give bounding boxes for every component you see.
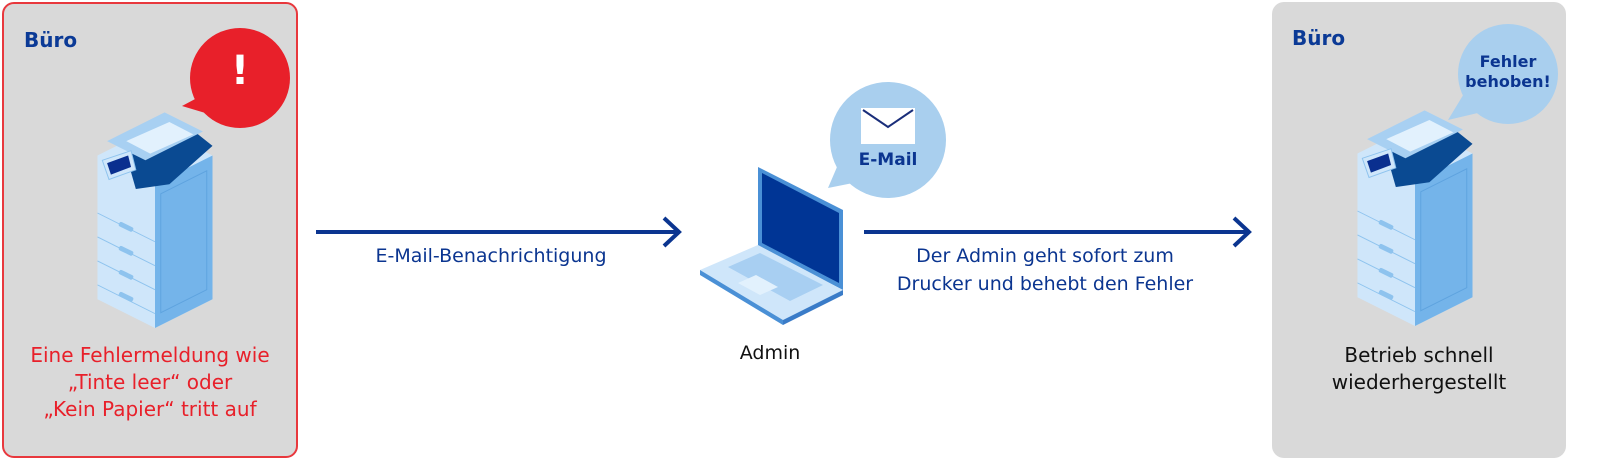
admin-action-label: Der Admin geht sofort zum Drucker und be… [860,242,1230,298]
email-bubble-label: E-Mail [858,150,918,170]
alert-bubble-icon [182,28,290,128]
laptop-icon [700,167,843,325]
restored-caption: Betrieb schnell wiederhergestellt [1272,342,1566,396]
caption-line: „Tinte leer“ oder [67,370,233,394]
label-line: Drucker und behebt den Fehler [896,273,1194,295]
admin-label: Admin [739,342,801,364]
label-line: Der Admin geht sofort zum [916,245,1174,267]
fixed-bubble-icon [1448,24,1558,124]
caption-line: „Kein Papier“ tritt auf [43,397,257,421]
office-title: Büro [24,28,78,52]
caption-line: Eine Fehlermeldung wie [30,343,270,367]
alert-symbol: ! [230,48,250,94]
arrow-right-icon [316,216,682,248]
email-bubble-icon [828,82,946,198]
arrow-right-icon [864,216,1252,248]
bubble-line: behoben! [1465,72,1551,91]
caption-line: wiederhergestellt [1331,370,1507,394]
error-caption: Eine Fehlermeldung wie „Tinte leer“ oder… [4,342,296,423]
office-panel-fixed: Büro Fehler behoben! Betrieb schnell wie… [1272,2,1566,458]
office-title: Büro [1292,26,1346,50]
office-panel-error: Büro ! Eine Fehlermeldung wie „Tinte lee… [2,2,298,458]
caption-line: Betrieb schnell [1344,343,1494,367]
bubble-line: Fehler [1479,52,1537,71]
fixed-bubble-text: Fehler behoben! [1458,52,1558,92]
email-notification-label: E-Mail-Benachrichtigung [375,245,607,267]
